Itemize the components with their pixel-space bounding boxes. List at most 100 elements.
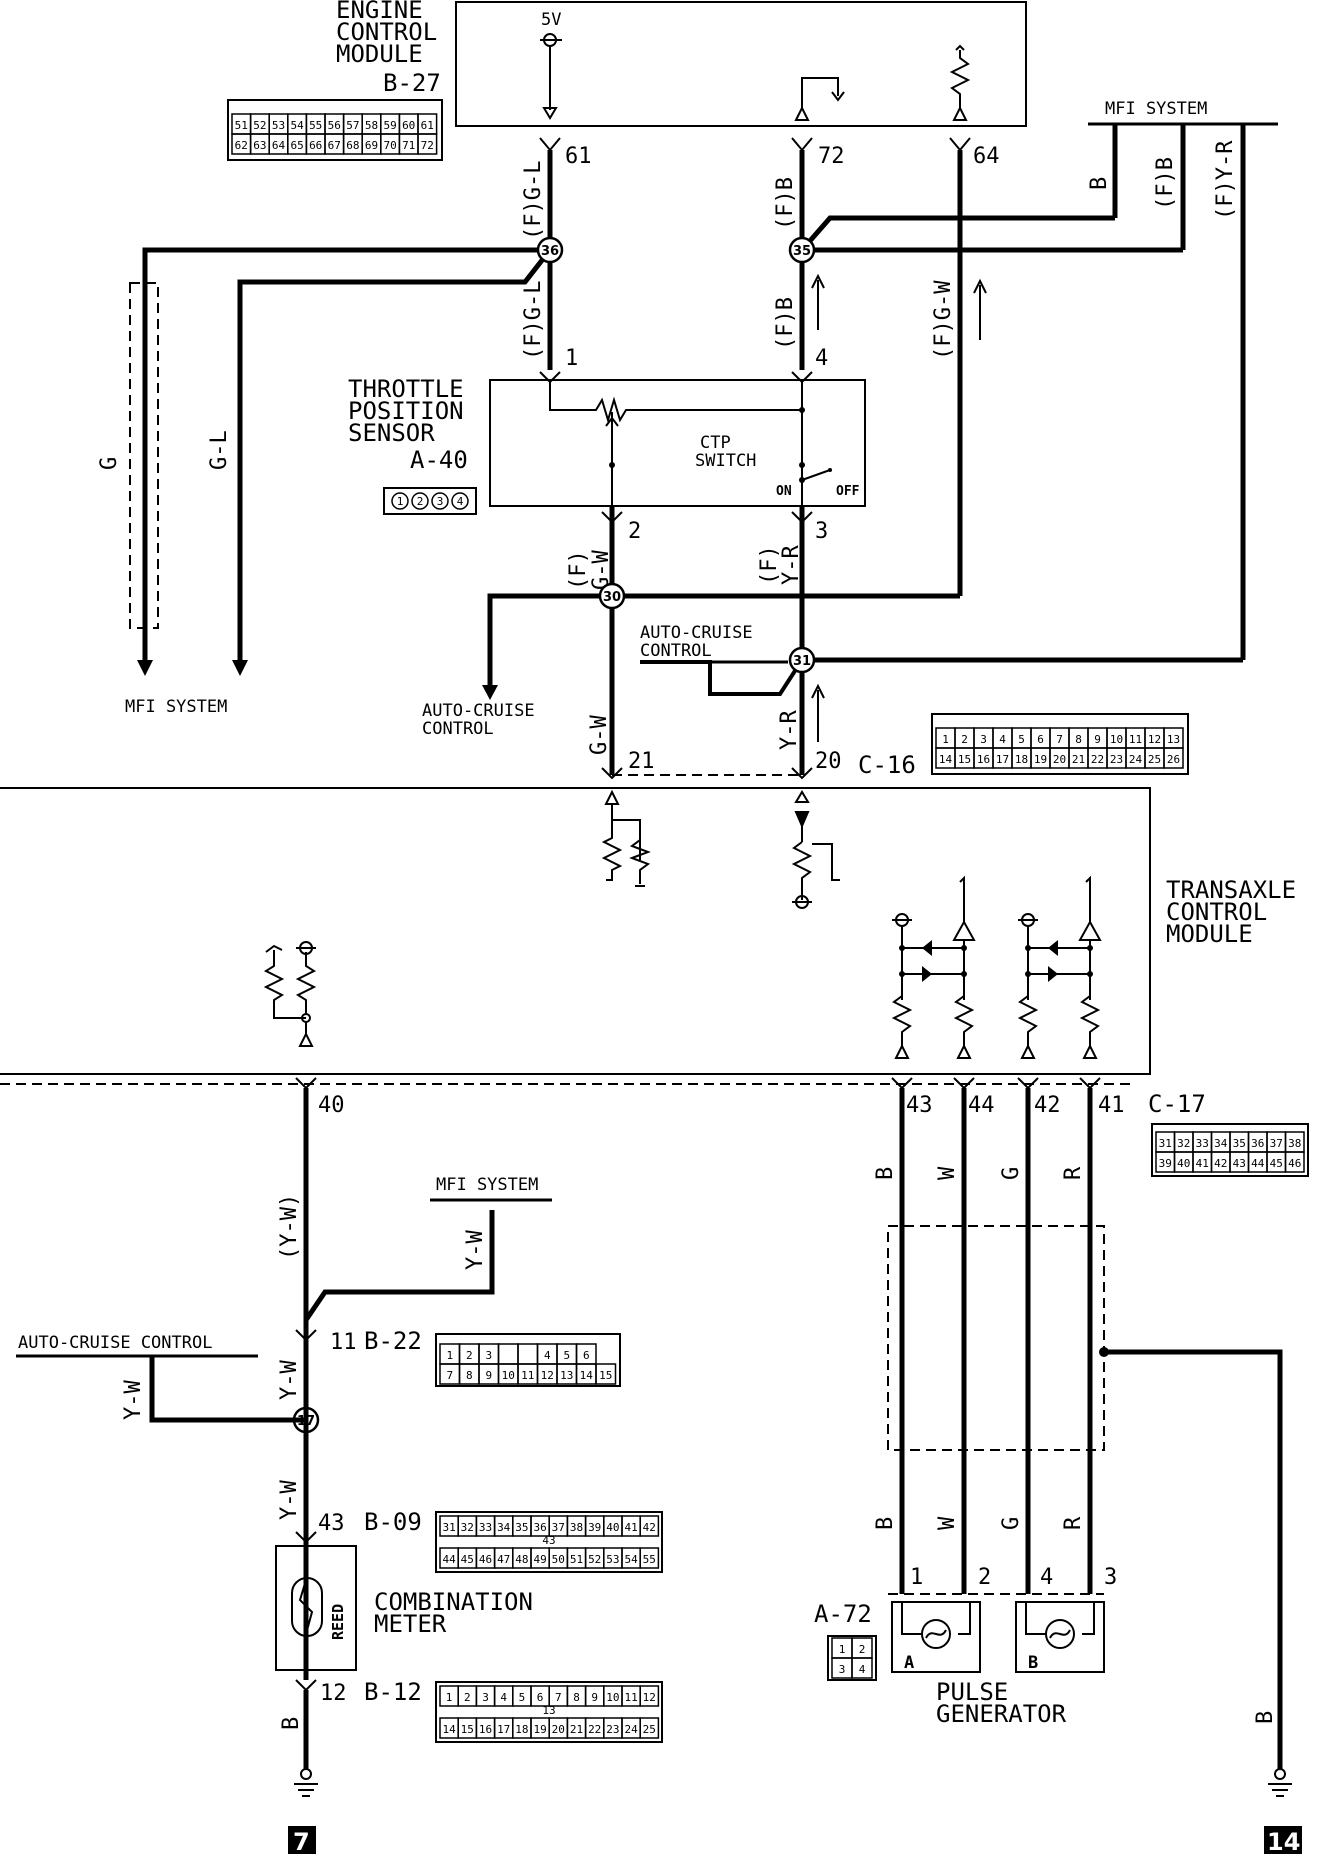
b27-pin: 55 [309,119,322,132]
b12-pin: 18 [515,1723,528,1736]
c16-cell [1163,747,1184,769]
pg-wire-label-low: G [999,1517,1024,1530]
c17-pin: 38 [1288,1137,1301,1150]
b09-pin: 46 [479,1553,492,1566]
b12-pin: 24 [624,1723,638,1736]
tcm-title-line3: MODULE [1166,920,1253,948]
junction-36 [536,236,564,264]
pg-pin-3: 3 [1104,1565,1117,1590]
pg-pin-2: 2 [978,1565,991,1590]
b12-pin: 3 [482,1691,489,1704]
b22-pin: 13 [560,1369,573,1382]
c16-pin: 25 [1148,753,1161,766]
c17-pin-44: 44 [968,1093,995,1118]
b22-pin: 3 [485,1349,492,1362]
b09-pin: 31 [442,1521,455,1534]
b22-pin: 2 [466,1349,473,1362]
transaxle-control-module: TRANSAXLE CONTROL MODULE [0,787,1296,1075]
wire-label-fgl-top: (F)G-L [521,161,546,240]
wire-label-yw-main: Y-W [277,1360,302,1400]
tps-connector-label: A-40 [410,446,468,474]
c17-pin: 37 [1270,1137,1283,1150]
wire-label-fgl-low: (F)G-L [521,281,546,360]
pg-connector-label: A-72 [814,1600,872,1628]
wire-label-mfi-fyr: (F)Y-R [1213,140,1238,220]
tps-pin-2: 2 [628,519,641,544]
b09-pin: 42 [643,1521,656,1534]
b12-cell [639,1685,660,1707]
b12-pin-12: 12 [320,1681,347,1706]
b22-label: B-22 [364,1327,422,1355]
c16-pin: 15 [958,753,971,766]
c17-pin: 33 [1196,1137,1209,1150]
b12-pin: 22 [588,1723,601,1736]
b09-pin: 53 [606,1553,619,1566]
pulse-generator-line1: PULSE [936,1678,1008,1706]
c17-label: C-17 [1148,1090,1206,1118]
tps-pin-4: 4 [815,346,828,371]
b12-pin: 12 [643,1691,656,1704]
tcm-title-line1: TRANSAXLE [1166,876,1296,904]
b09-pin: 36 [533,1521,546,1534]
c17-cell [1284,1151,1305,1173]
wire-label-gw-c16: G-W [587,715,612,755]
a72-pin: 4 [859,1663,866,1676]
c17-pin-41: 41 [1098,1093,1125,1118]
b09-pin: 34 [497,1521,511,1534]
c16-pin: 4 [999,733,1006,746]
ecm-5v-label: 5V [541,10,561,30]
b27-pin: 56 [328,119,341,132]
pg-sensor-b: B [1028,1653,1038,1673]
b27-pin: 54 [290,119,304,132]
b09-pin: 41 [624,1521,637,1534]
b12-pin: 7 [555,1691,562,1704]
c16-pin: 9 [1094,733,1101,746]
a40-pin: 1 [397,495,404,508]
c16-pin: 3 [980,733,987,746]
b12-label: B-12 [364,1678,422,1706]
ecm-pin-72: 72 [818,144,845,169]
ctp-switch-line2: SWITCH [695,451,756,471]
b09-pin: 33 [479,1521,492,1534]
b12-pin: 17 [497,1723,510,1736]
a40-pin: 3 [437,495,444,508]
b27-pin: 63 [253,139,266,152]
c17-pin: 41 [1196,1157,1209,1170]
b12-pin: 9 [591,1691,598,1704]
c17-pin-43: 43 [906,1093,933,1118]
wire-label-mfi-fb: (F)B [1153,157,1178,210]
b27-pin: 59 [383,119,396,132]
a72-pin: 3 [839,1663,846,1676]
b09-pin: 40 [606,1521,619,1534]
ground-symbol-14: 14 [1264,1768,1302,1856]
ground-symbol-7: 7 [288,1768,318,1856]
c17-pin: 42 [1214,1157,1227,1170]
b12-pin: 20 [552,1723,565,1736]
junction-35-label: 35 [793,244,811,259]
wire-label-yw-cruise: Y-W [121,1380,146,1420]
c16-pin-20: 20 [815,749,842,774]
b12-pin: 23 [606,1723,619,1736]
c17-pin: 31 [1159,1137,1172,1150]
b09-pin: 32 [461,1521,474,1534]
junction-30 [598,582,626,610]
b22-pin: 8 [466,1369,473,1382]
c16-pin: 17 [996,753,1009,766]
b09-pin: 50 [552,1553,565,1566]
c17-pin: 43 [1233,1157,1246,1170]
wire-label-fb-top: (F)B [773,177,798,230]
auto-cruise-lower-line2: CONTROL [422,719,494,739]
combination-meter-line2: METER [374,1610,447,1638]
a72-cell [851,1657,873,1679]
c16-pin: 20 [1053,753,1066,766]
engine-control-module: ENGINE CONTROL MODULE B-27 5V [336,0,1027,127]
c16-pin: 6 [1037,733,1044,746]
auto-cruise-upper-line1: AUTO-CRUISE [640,623,753,643]
b09-pin: 37 [552,1521,565,1534]
b09-center-pin: 43 [542,1534,555,1547]
pg-wire-label-top: R [1061,1166,1086,1180]
ecm-title-line1: ENGINE [336,0,423,24]
